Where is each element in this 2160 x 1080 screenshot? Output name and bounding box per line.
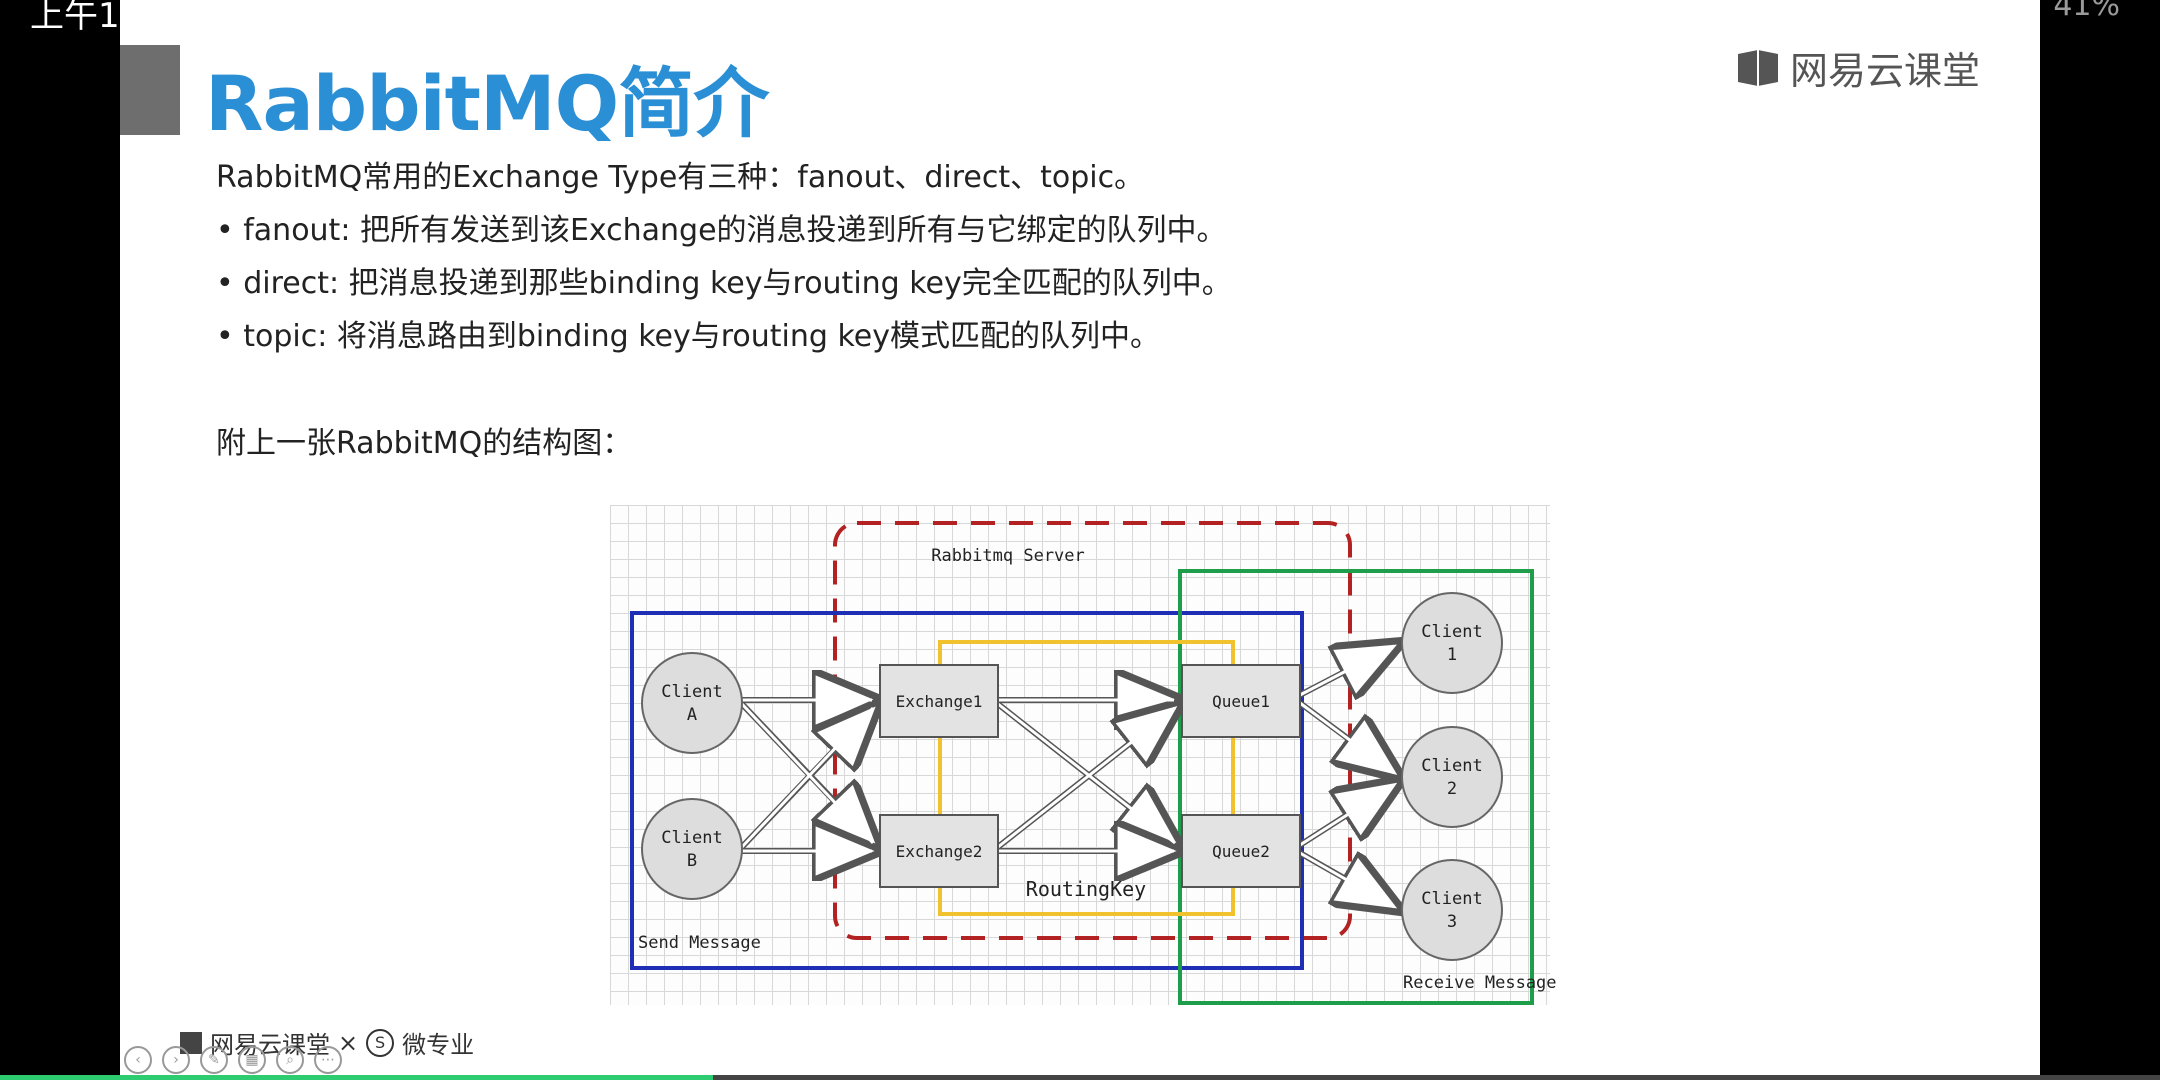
queue1-node xyxy=(1181,664,1301,738)
diagram-svg: Rabbitmq Server Send Message Receive Mes… xyxy=(630,521,1557,1005)
fanout-line: • fanout: 把所有发送到该Exchange的消息投递到所有与它绑定的队列… xyxy=(216,213,1227,248)
player-controls: ‹ › ✎ ▦ ⌕ ⋯ xyxy=(124,1046,342,1074)
client-2-id: 2 xyxy=(1447,779,1457,799)
video-progress-fill xyxy=(0,1075,713,1080)
exchange2-label: Exchange2 xyxy=(896,842,983,861)
direct-line: • direct: 把消息投递到那些binding key与routing ke… xyxy=(216,266,1232,301)
slide-title: RabbitMQ简介 xyxy=(205,59,769,148)
exchange2-node xyxy=(879,814,999,888)
footer-brand: 网易云课堂 × S 微专业 xyxy=(180,1025,474,1060)
diagram-caption: 附上一张RabbitMQ的结构图： xyxy=(216,426,633,461)
status-bar-battery: 41% xyxy=(2053,0,2120,23)
slide: RabbitMQ简介 网易云课堂 RabbitMQ常用的Exchange Typ… xyxy=(120,0,2040,1080)
client-3-node xyxy=(1401,859,1503,961)
footer-brand-name: 网易云课堂 xyxy=(210,1031,330,1059)
client-1-id: 1 xyxy=(1447,645,1457,665)
routing-key-region xyxy=(938,640,1235,916)
client-1-node xyxy=(1401,592,1503,694)
video-progress-bar[interactable] xyxy=(0,1075,2160,1080)
intro-line: RabbitMQ常用的Exchange Type有三种：fanout、direc… xyxy=(216,160,1145,195)
server-label: Rabbitmq Server xyxy=(931,546,1085,566)
queue1-label: Queue1 xyxy=(1212,692,1270,711)
grid-icon[interactable]: ▦ xyxy=(238,1046,266,1074)
title-accent-bar xyxy=(120,45,180,135)
queue2-label: Queue2 xyxy=(1212,842,1270,861)
footer-partner-name: 微专业 xyxy=(402,1031,475,1059)
client-b-node xyxy=(641,798,743,900)
client-2-node xyxy=(1401,726,1503,828)
client-a-name: Client xyxy=(661,682,722,702)
queue2-node xyxy=(1181,814,1301,888)
footer-cross: × xyxy=(338,1028,359,1057)
client-1-name: Client xyxy=(1421,622,1482,642)
book-logo-icon xyxy=(1737,49,1778,86)
client-2-name: Client xyxy=(1421,756,1482,776)
prev-slide-icon[interactable]: ‹ xyxy=(124,1046,152,1074)
pen-icon[interactable]: ✎ xyxy=(200,1046,228,1074)
footer-partner-icon: S xyxy=(366,1028,395,1057)
topic-line: • topic: 将消息路由到binding key与routing key模式… xyxy=(216,319,1160,354)
exchange1-label: Exchange1 xyxy=(896,692,983,711)
receive-message-label: Receive Message xyxy=(1403,973,1557,993)
exchange1-node xyxy=(879,664,999,738)
brand-logo: 网易云课堂 xyxy=(1736,40,1980,95)
client-b-name: Client xyxy=(661,828,722,848)
client-a-id: A xyxy=(687,705,697,725)
next-slide-icon[interactable]: › xyxy=(162,1046,190,1074)
send-message-label: Send Message xyxy=(638,933,761,953)
zoom-icon[interactable]: ⌕ xyxy=(276,1046,304,1074)
rabbitmq-architecture-diagram: Rabbitmq Server Send Message Receive Mes… xyxy=(610,505,1557,1005)
footer-book-icon xyxy=(180,1031,202,1054)
client-a-node xyxy=(641,652,743,754)
more-icon[interactable]: ⋯ xyxy=(314,1046,342,1074)
routing-key-label: RoutingKey xyxy=(1026,877,1146,901)
client-3-id: 3 xyxy=(1447,912,1457,932)
status-bar-time: 上午1 xyxy=(30,0,120,36)
brand-name: 网易云课堂 xyxy=(1789,49,1980,93)
client-b-id: B xyxy=(687,851,697,871)
client-3-name: Client xyxy=(1421,889,1482,909)
send-message-region xyxy=(630,611,1304,970)
